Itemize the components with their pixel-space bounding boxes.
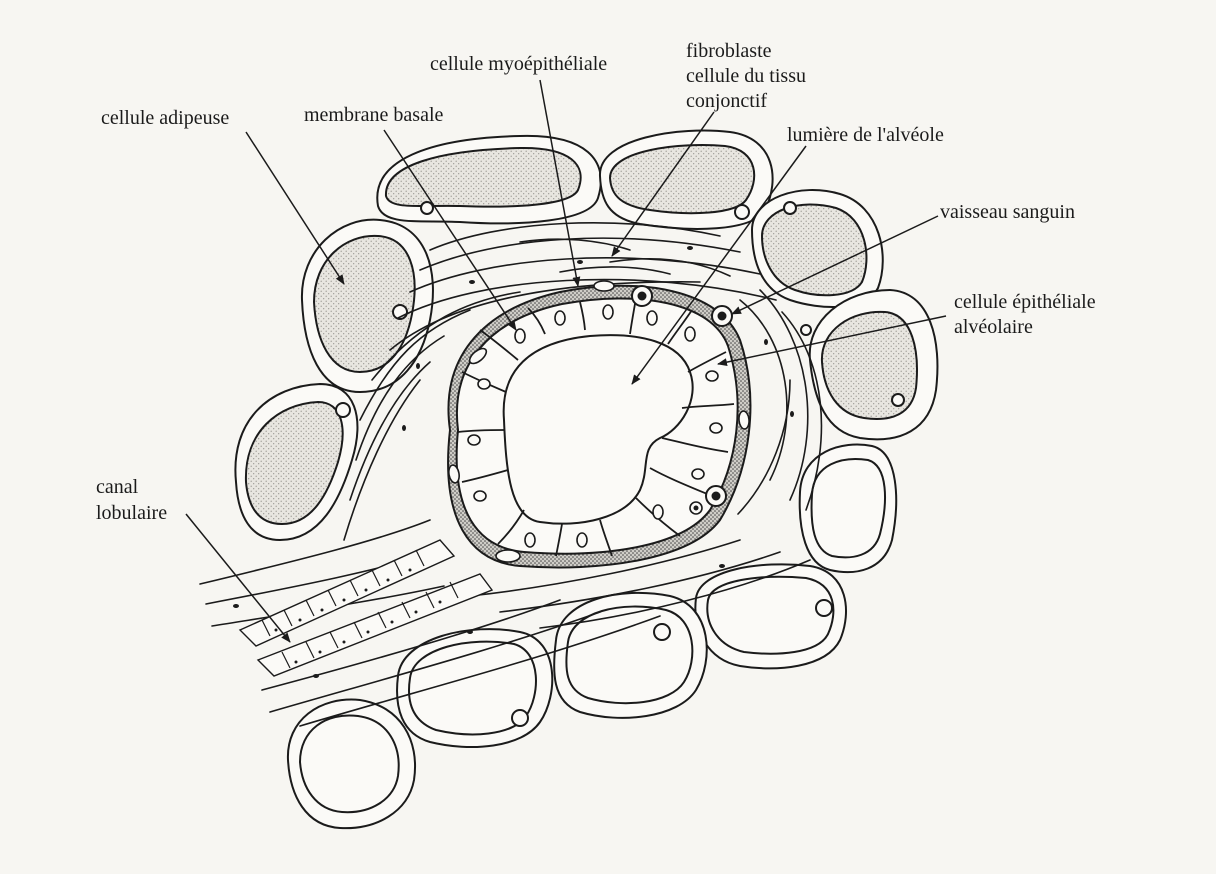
label-myoepithelial: cellule myoépithéliale: [430, 53, 607, 75]
label-fibroblast-line3: conjonctif: [686, 90, 767, 112]
blood-vessels: [631, 285, 733, 515]
leader-adipose: [245, 131, 345, 285]
label-vessel: vaisseau sanguin: [940, 201, 1075, 223]
leader-duct: [185, 513, 291, 643]
leader-lumen: [631, 145, 807, 385]
label-fibroblast-line2: cellule du tissu: [686, 65, 806, 87]
leader-fibroblast: [611, 111, 715, 257]
leader-vessel: [731, 215, 939, 315]
labels: cellule adipeuse membrane basale cellule…: [96, 40, 1096, 524]
label-epithelial-line2: alvéolaire: [954, 316, 1033, 338]
label-duct-line1: canal: [96, 476, 139, 498]
label-epithelial-line1: cellule épithéliale: [954, 291, 1096, 313]
label-fibroblast-line1: fibroblaste: [686, 40, 772, 62]
leader-epithelial: [717, 315, 947, 367]
alveolus: [447, 280, 752, 569]
empty-fat-cells: [286, 443, 898, 830]
leader-myoepithelial: [539, 79, 581, 287]
lobular-duct: [238, 539, 494, 677]
leader-basement: [383, 129, 517, 331]
label-lumen: lumière de l'alvéole: [787, 124, 944, 146]
fibroblast-nuclei: [233, 246, 794, 678]
label-duct-line2: lobulaire: [96, 502, 167, 524]
label-adipose: cellule adipeuse: [101, 107, 229, 129]
leader-lines: [185, 79, 947, 643]
label-basement: membrane basale: [304, 104, 443, 126]
